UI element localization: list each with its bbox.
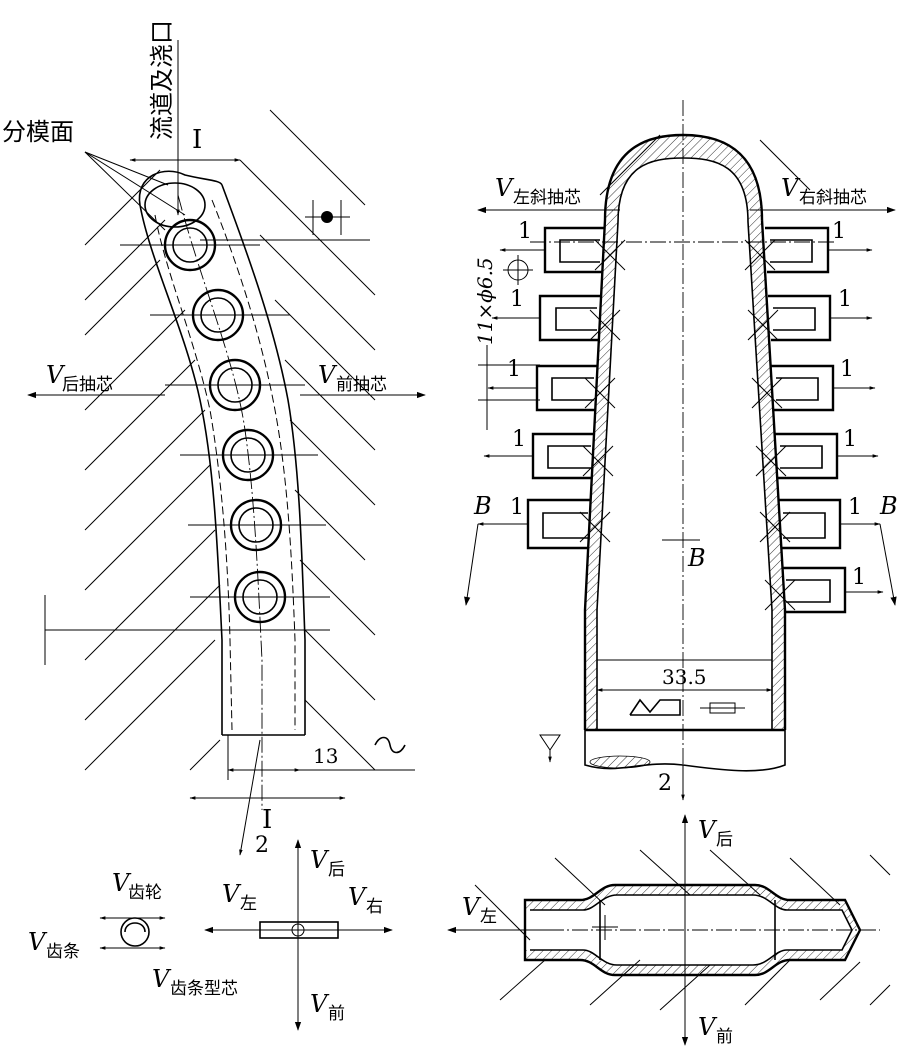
surface-symbol (629, 698, 681, 716)
tube-top-cap (138, 170, 223, 206)
svg-text:1: 1 (518, 219, 532, 244)
svg-text:V: V (698, 816, 718, 844)
v-right-oblique-sub: 右斜抽芯 (799, 188, 867, 208)
svg-text:齿轮: 齿轮 (128, 883, 162, 903)
svg-text:后: 后 (716, 830, 733, 850)
tube-center-line (177, 194, 263, 810)
svg-text:1: 1 (848, 495, 862, 520)
wall-cross-marks (579, 239, 796, 611)
svg-text:后: 后 (328, 860, 345, 880)
svg-text:1: 1 (852, 565, 866, 590)
svg-text:1: 1 (843, 427, 857, 452)
core-number-labels: 1 1 1 1 1 1 1 1 1 1 1 (507, 219, 866, 590)
dim-13-text: 13 (313, 744, 338, 768)
right-view: 1 1 1 1 1 1 1 1 1 1 1 V 左斜抽芯 V 右斜抽芯 11×ϕ… (464, 100, 898, 801)
svg-text:1: 1 (507, 357, 521, 382)
dim-33-5-text: 33.5 (662, 665, 707, 689)
v-rear-core-v: V (46, 361, 66, 389)
svg-text:1: 1 (838, 287, 852, 312)
svg-text:V: V (348, 883, 368, 911)
tube-inner-left (154, 214, 233, 731)
gate-ball (144, 182, 206, 228)
section-b-arrow-right (879, 523, 897, 606)
tilde-mark (374, 736, 406, 754)
svg-text:齿条: 齿条 (46, 942, 80, 962)
svg-text:V: V (462, 893, 482, 921)
svg-text:V: V (698, 1013, 718, 1041)
svg-text:1: 1 (510, 287, 524, 312)
datum-mark-top (200, 200, 370, 241)
section-mark-top: I (192, 125, 202, 155)
part-icon (259, 921, 339, 939)
svg-text:前: 前 (716, 1027, 733, 1047)
section-b-right: B (879, 492, 898, 520)
section-b-view: V 后 V 前 V 左 (447, 814, 891, 1047)
svg-text:V: V (28, 928, 48, 956)
datum-triangle (539, 734, 561, 751)
v-left-oblique-sub: 左斜抽芯 (513, 188, 581, 208)
tube-inner-right (211, 199, 296, 730)
svg-text:V: V (310, 990, 330, 1018)
svg-text:1: 1 (510, 495, 524, 520)
runner-gate-label: 流道及浇口 (148, 20, 176, 140)
svg-text:1: 1 (840, 357, 854, 382)
section-b-arrow-left (464, 523, 479, 606)
svg-text:右: 右 (366, 897, 383, 917)
v-rear-core-sub: 后抽芯 (62, 375, 113, 395)
svg-text:1: 1 (832, 219, 846, 244)
tap-holes (120, 218, 330, 624)
flow-2-arrow-left (239, 739, 261, 856)
svg-text:V: V (222, 880, 242, 908)
svg-text:左: 左 (480, 907, 497, 927)
svg-text:左: 左 (240, 894, 257, 914)
left-view: I 分模面 流道及浇口 V 后抽芯 V 前抽芯 1 (2, 20, 426, 858)
left-hatch (84, 109, 376, 771)
svg-text:前: 前 (328, 1004, 345, 1024)
v-right-oblique-v: V (781, 174, 801, 202)
parting-surface-label: 分模面 (2, 118, 74, 146)
flow-2-label-left: 2 (255, 833, 269, 858)
hole-spec-label: 11×ϕ6.5 (473, 257, 497, 345)
section-b-left: B (473, 492, 492, 520)
parting-leaders (84, 151, 186, 231)
tube-outer-right (221, 184, 306, 735)
svg-text:1: 1 (512, 427, 526, 452)
svg-text:V: V (152, 965, 172, 993)
svg-text:V: V (112, 869, 132, 897)
flow-2-label-right: 2 (658, 771, 672, 796)
v-front-core-sub: 前抽芯 (336, 375, 387, 395)
section-mark-bottom: I (262, 805, 272, 835)
svg-text:V: V (310, 846, 330, 874)
svg-text:齿条型芯: 齿条型芯 (170, 979, 238, 999)
v-front-core-v: V (318, 361, 338, 389)
section-b-center: B (687, 544, 706, 572)
direction-symbols: V 齿轮 V 齿条 V 齿条型芯 V 后 V 前 V 左 V 右 (28, 839, 393, 1031)
v-left-oblique-v: V (495, 174, 515, 202)
tube-outer-left (139, 204, 223, 735)
